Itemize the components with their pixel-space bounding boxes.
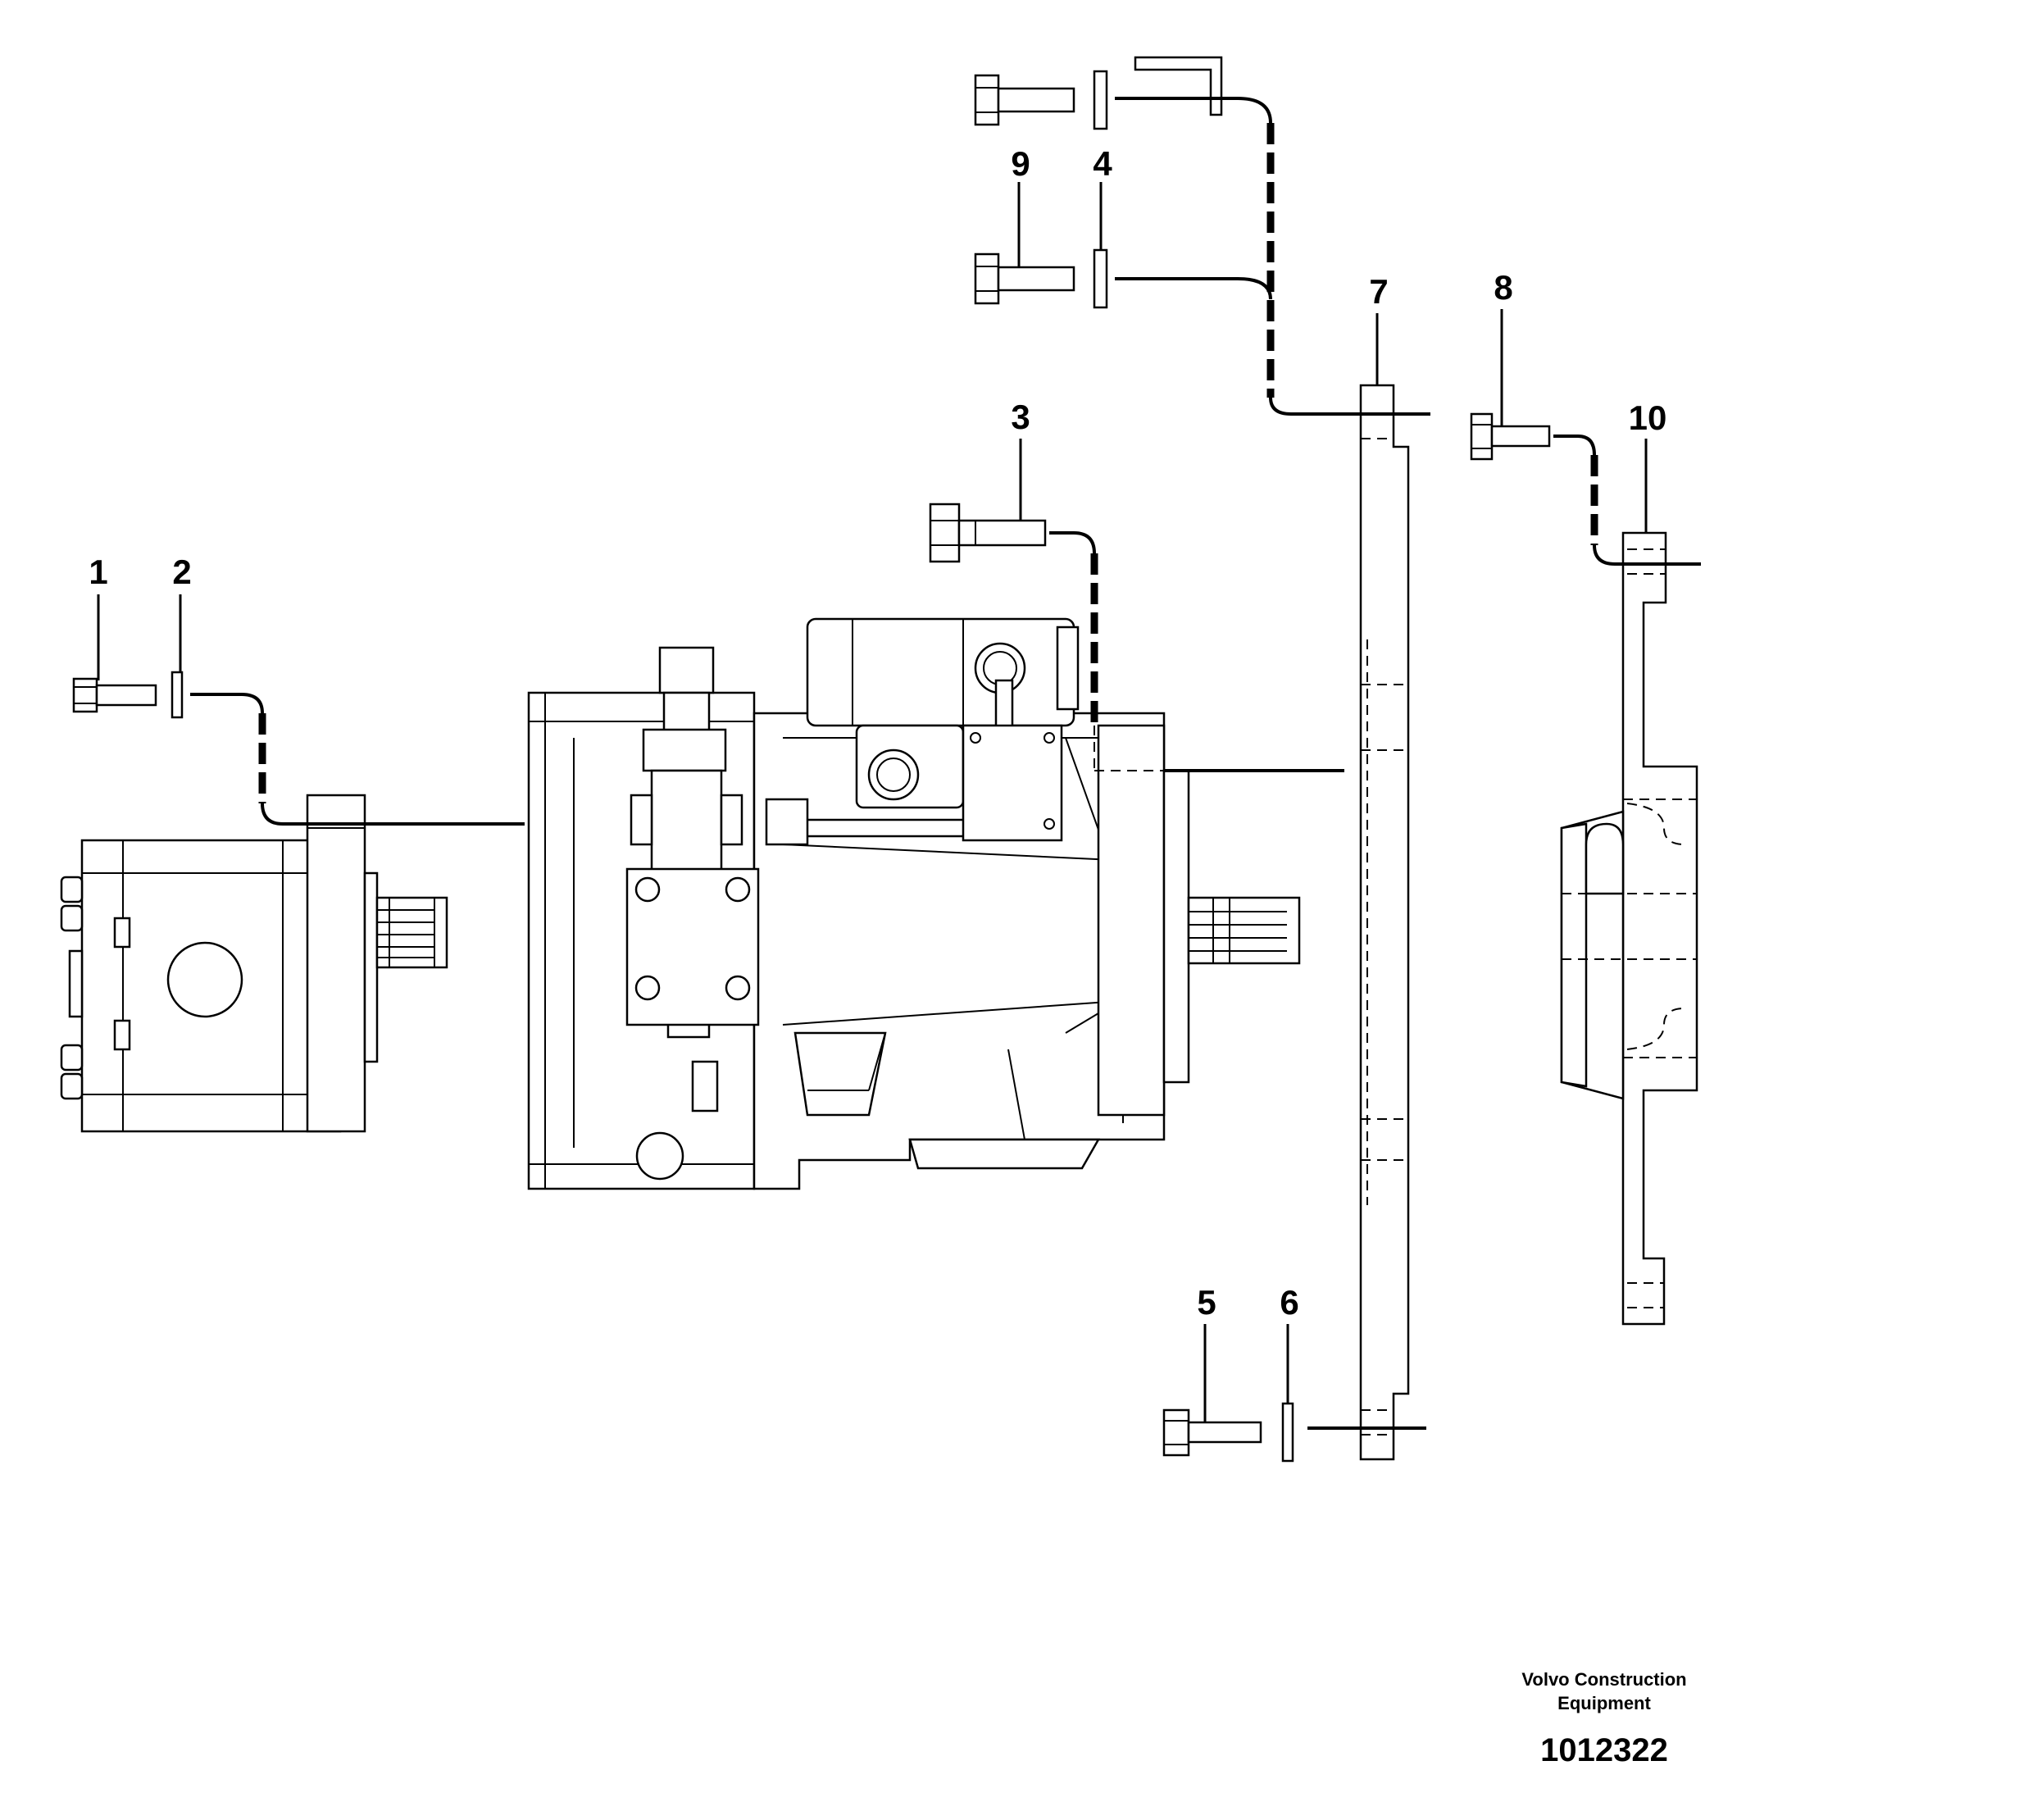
- bolt-3: [929, 503, 1047, 563]
- callout-4: 4: [1093, 144, 1112, 183]
- gear-pump: [60, 794, 448, 1133]
- callout-7: 7: [1369, 272, 1388, 311]
- angle-tab: [1134, 56, 1223, 116]
- callout-3: 3: [1011, 398, 1030, 436]
- callout-5: 5: [1197, 1283, 1216, 1322]
- callout-10: 10: [1629, 398, 1667, 437]
- company-name-line-2: Equipment: [1557, 1693, 1651, 1713]
- washer-2: [171, 671, 184, 719]
- drawing-number: 1012322: [1540, 1732, 1668, 1768]
- bolt-5: [1162, 1408, 1262, 1457]
- bolt-1: [72, 677, 157, 713]
- callout-2: 2: [172, 553, 191, 591]
- callout-1: 1: [89, 553, 107, 591]
- company-name-line-1: Volvo Construction: [1521, 1669, 1686, 1690]
- washer-4: [1093, 70, 1108, 309]
- callout-9: 9: [1011, 144, 1030, 183]
- callout-8: 8: [1494, 268, 1512, 307]
- bolt-8: [1470, 412, 1551, 461]
- bracket: [1560, 531, 1698, 1326]
- washer-6: [1281, 1402, 1294, 1463]
- mounting-plate: [1359, 384, 1410, 1461]
- callout-6: 6: [1280, 1283, 1298, 1322]
- callout-leaders: [97, 182, 1648, 1422]
- assembly-lines: [190, 97, 1701, 1430]
- bolt-9: [974, 74, 1075, 305]
- hydraulic-pump: [527, 617, 1301, 1190]
